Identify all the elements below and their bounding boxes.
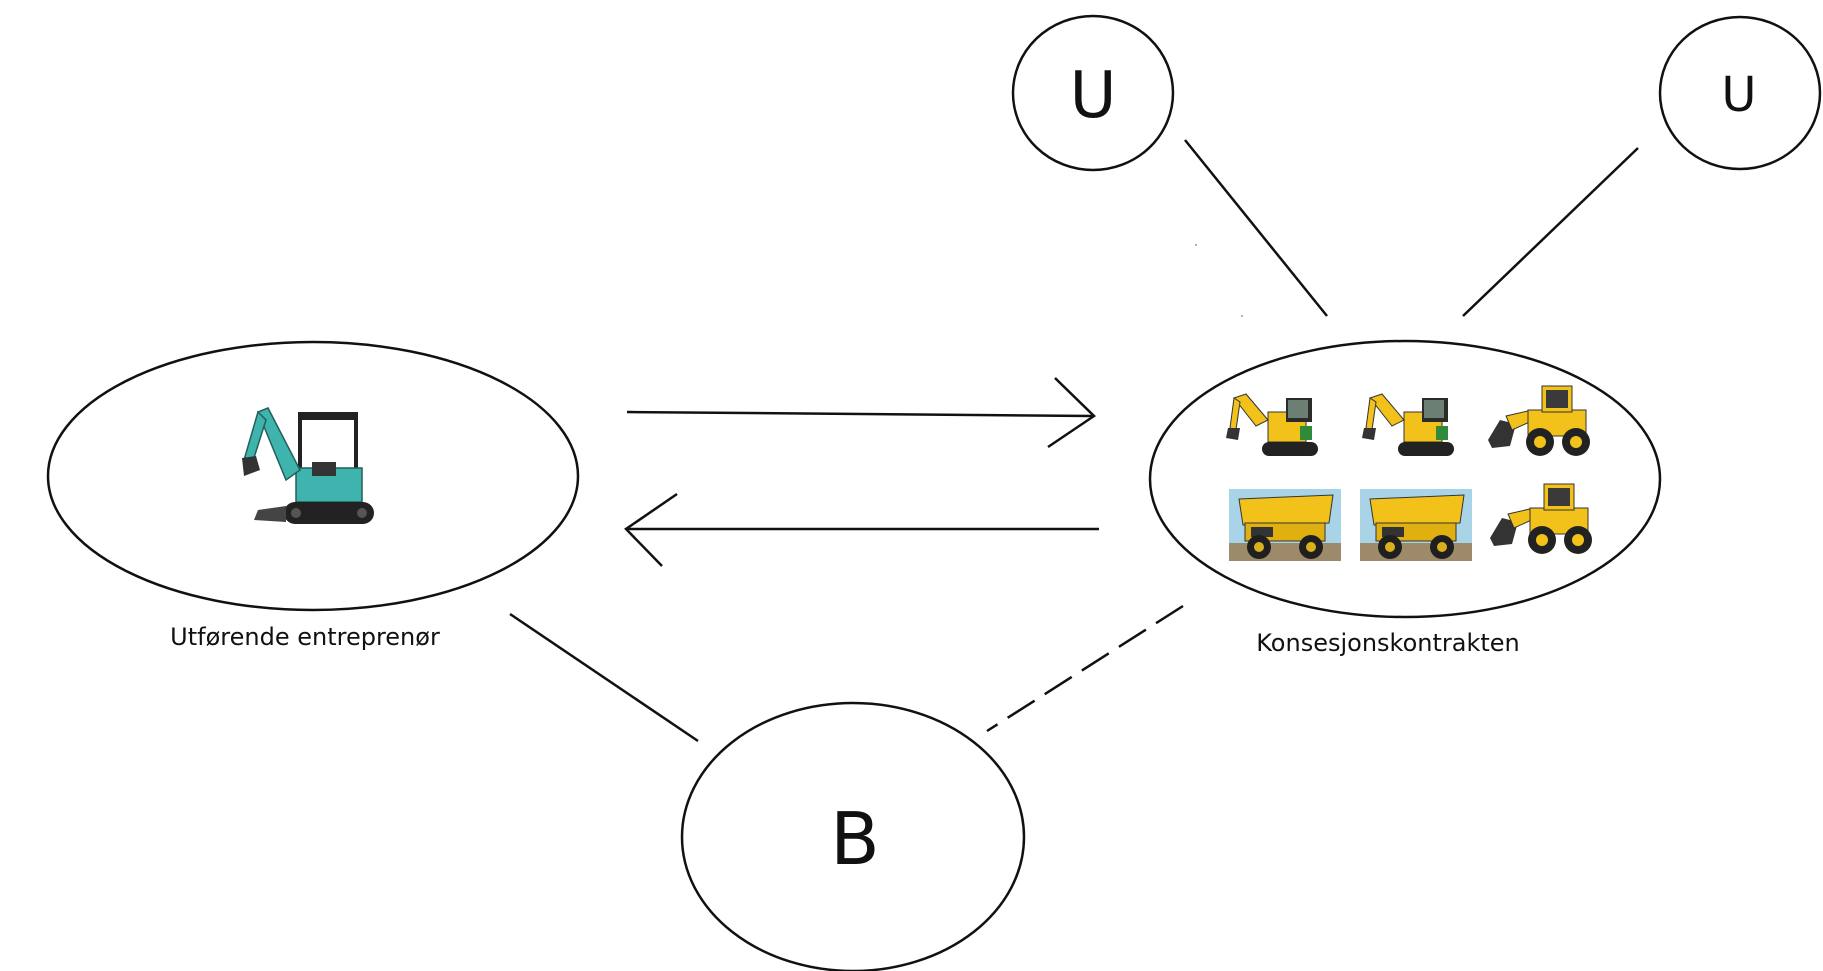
arrow-to-contractor: [624, 492, 1099, 567]
node-concession-label: Konsesjonskontrakten: [1256, 629, 1519, 657]
dump-truck-icon: [1359, 488, 1473, 562]
node-u-right-label: U: [1721, 67, 1756, 123]
speck: [1241, 315, 1243, 317]
excavator-icon: [1361, 393, 1455, 457]
node-contractor: [46, 340, 580, 612]
connector-concession-b-dashed: [986, 604, 1184, 733]
node-u-right: [1658, 15, 1822, 171]
node-concession: [1148, 339, 1662, 619]
connector-u-left-concession: [1184, 139, 1328, 317]
node-b: [680, 701, 1026, 971]
arrow-to-concession: [626, 377, 1096, 449]
node-b-label: B: [830, 797, 879, 881]
concession-machine-icons: [1225, 385, 1593, 562]
mini-excavator-icon: [242, 407, 374, 524]
connector-u-right-concession: [1462, 147, 1639, 317]
wheel-loader-icon: [1489, 483, 1593, 555]
speck: [1195, 244, 1197, 246]
node-contractor-label: Utførende entreprenør: [170, 623, 440, 651]
node-u-left-label: U: [1070, 59, 1117, 133]
connector-contractor-b: [509, 612, 699, 743]
node-u-left: [1011, 14, 1175, 172]
dump-truck-icon: [1228, 488, 1342, 562]
wheel-loader-icon: [1487, 385, 1591, 457]
excavator-icon: [1225, 393, 1319, 457]
